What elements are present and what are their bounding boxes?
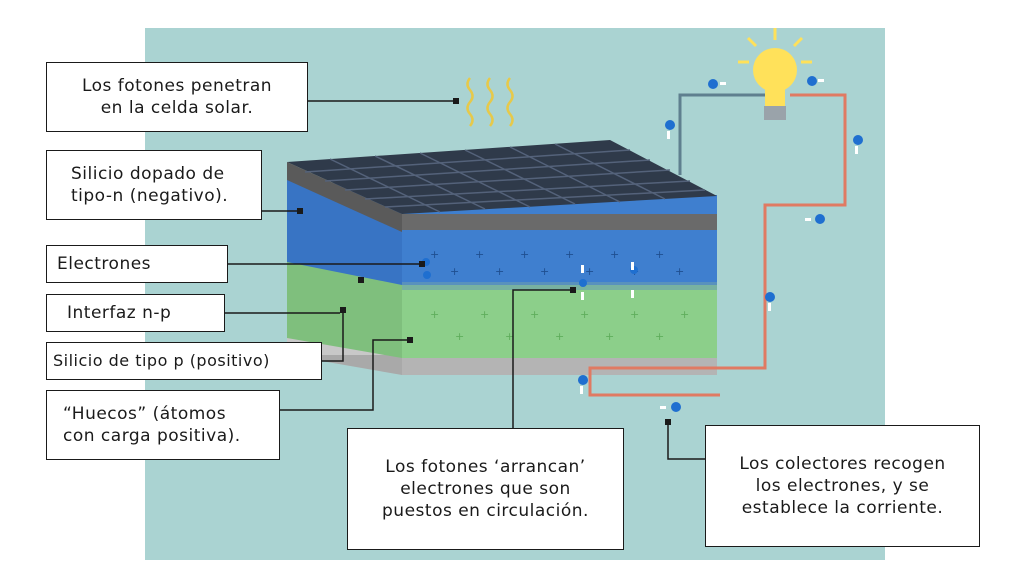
svg-text:+: + xyxy=(430,248,439,261)
svg-text:+: + xyxy=(430,308,439,321)
label-line: puestos en circulación. xyxy=(382,501,589,522)
label-p-type: Silicio de tipo p (positivo) xyxy=(46,342,322,380)
svg-text:+: + xyxy=(520,248,529,261)
svg-text:+: + xyxy=(585,265,594,278)
svg-text:+: + xyxy=(630,308,639,321)
svg-text:+: + xyxy=(655,248,664,261)
svg-text:+: + xyxy=(480,308,489,321)
label-line: en la celda solar. xyxy=(100,98,254,118)
label-collectors: Los colectores recogen los electrones, y… xyxy=(705,425,980,547)
svg-text:+: + xyxy=(540,265,549,278)
svg-text:+: + xyxy=(580,308,589,321)
svg-text:+: + xyxy=(495,265,504,278)
label-line: Silicio de tipo p (positivo) xyxy=(53,350,270,370)
svg-text:+: + xyxy=(655,330,664,343)
svg-text:+: + xyxy=(530,308,539,321)
label-n-type: Silicio dopado de tipo-n (negativo). xyxy=(46,150,262,220)
p-layer-holes: + + + + + + + + + + + xyxy=(430,308,689,343)
light-bulb-icon xyxy=(738,28,812,120)
svg-text:+: + xyxy=(505,330,514,343)
label-line: Los fotones ‘arrancan’ xyxy=(385,456,586,477)
label-line: Los fotones penetran xyxy=(81,75,273,96)
svg-text:+: + xyxy=(680,308,689,321)
svg-text:+: + xyxy=(610,248,619,261)
svg-text:+: + xyxy=(475,248,484,261)
label-line: electrones que son xyxy=(400,478,571,499)
label-photons-penetrate: Los fotones penetran en la celda solar. xyxy=(46,62,308,132)
label-line: Silicio dopado de xyxy=(71,163,225,184)
leader-lines xyxy=(225,100,705,460)
photon-waves xyxy=(466,77,514,127)
leader-dots xyxy=(297,98,671,425)
wire-left xyxy=(678,93,770,175)
label-line: Los colectores recogen xyxy=(739,453,946,474)
label-line: Electrones xyxy=(57,253,152,274)
np-interface-band xyxy=(402,282,717,290)
svg-text:+: + xyxy=(450,265,459,278)
svg-text:+: + xyxy=(605,330,614,343)
label-line: “Huecos” (átomos xyxy=(63,403,227,424)
svg-text:+: + xyxy=(455,330,464,343)
label-line: tipo-n (negativo). xyxy=(71,186,229,206)
label-photons-pull: Los fotones ‘arrancan’ electrones que so… xyxy=(347,428,624,550)
svg-text:+: + xyxy=(565,248,574,261)
solar-panel-top xyxy=(287,140,717,232)
label-np-interface: Interfaz n-p xyxy=(46,294,225,332)
label-line: los electrones, y se xyxy=(755,475,930,496)
wire-right xyxy=(588,93,847,397)
label-holes: “Huecos” (átomos con carga positiva). xyxy=(46,390,280,460)
label-line: con carga positiva). xyxy=(63,426,241,446)
svg-text:+: + xyxy=(555,330,564,343)
label-line: Interfaz n-p xyxy=(67,302,172,323)
label-line: establece la corriente. xyxy=(741,498,944,519)
label-electrons: Electrones xyxy=(46,245,228,283)
svg-text:+: + xyxy=(675,265,684,278)
